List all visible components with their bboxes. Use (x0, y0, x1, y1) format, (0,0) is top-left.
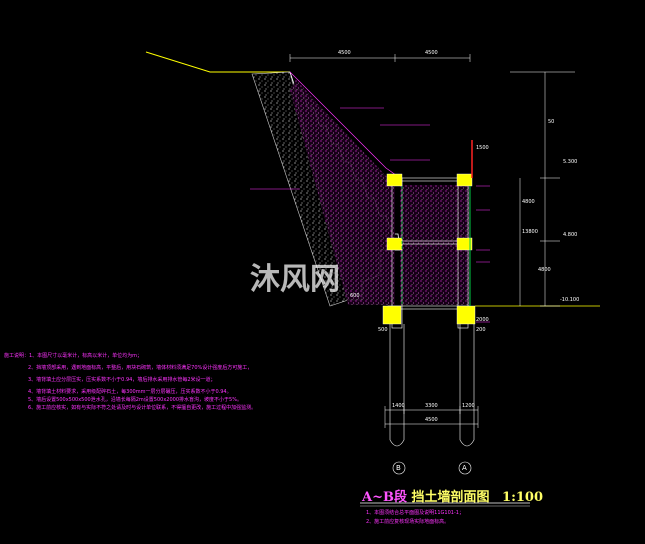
bottom-dimension (384, 406, 479, 428)
pile-lines (389, 324, 475, 447)
dim-right-1500: 1500 (476, 145, 489, 151)
backfill-zone (290, 80, 395, 305)
footer-note-2: 2、施工前应复核现场实际地面标高。 (366, 519, 450, 525)
notes-line-5: 6、施工前应核实，如有与实际不符之处请及时与设计单位联系，不得擅自更改，施工过程… (28, 405, 257, 411)
title-prefix: A~B段 (362, 490, 407, 505)
notes-line-1: 2、挡墙顶部采用，遇到地面标高，平整后，用块石砌筑，墙体材料须满足70%设计强度… (28, 365, 253, 371)
title-main: 挡土墙剖面图 (411, 490, 490, 505)
dim-right-13800: 13800 (522, 229, 538, 235)
dim-right-top: 50 (548, 119, 555, 125)
notes-line-4: 5、墙后设置500x500x500泄水孔，沿墙长每隔2m设置500x2000排水… (28, 397, 242, 403)
dim-right-200: 200 (476, 327, 486, 333)
dim-elev-mid2: 4.800 (563, 232, 578, 238)
title-scale: 1:100 (502, 490, 544, 505)
notes-line-2: 3、墙背填土应分层压实，压实系数不小于0.94，墙后排水采用排水管每2米设一道； (28, 377, 216, 383)
axis-b-circle (392, 461, 406, 475)
dim-elev-mid: 5.300 (563, 159, 578, 165)
watermark: 沐风网 (250, 262, 340, 297)
notes-line-3: 4、墙背填土材料要求，采用级配碎石土，每300mm一层分层碾压，压实系数不小于0… (28, 389, 232, 395)
dim-right-4800: 4800 (522, 199, 535, 205)
axis-a-circle (458, 461, 472, 475)
dim-bottom-3300: 3300 (425, 403, 438, 409)
leader-lines (250, 107, 490, 323)
notes-heading: 施工说明：1、本图尺寸以毫米计，标高以米计，单位均为m； (4, 353, 143, 359)
axis-b-label: B (396, 464, 401, 472)
top-dimension (289, 54, 471, 62)
ground-line (145, 51, 290, 73)
dim-left-500: 500 (378, 327, 388, 333)
dim-top-right: 4500 (425, 50, 438, 56)
dim-bottom-1200: 1200 (462, 403, 475, 409)
joint-blocks (382, 173, 476, 325)
backfill-zone-right (400, 185, 470, 305)
dim-elev-bot: -10.100 (560, 297, 580, 303)
dim-left-2000: 2000 (476, 317, 489, 323)
dim-top-left: 4500 (338, 50, 351, 56)
dim-left-600: 600 (350, 293, 360, 299)
drawing-title: A~B段 挡土墙剖面图 1:100 (362, 486, 543, 505)
dim-bottom-span: 4500 (425, 417, 438, 423)
footer-note-1: 1、本图须结合总平面图及说明11G101-1； (366, 510, 464, 516)
dim-right-4800b: 4800 (538, 267, 551, 273)
dim-bottom-1400: 1400 (392, 403, 405, 409)
axis-a-label: A (462, 464, 467, 472)
right-dimensions (510, 71, 575, 307)
